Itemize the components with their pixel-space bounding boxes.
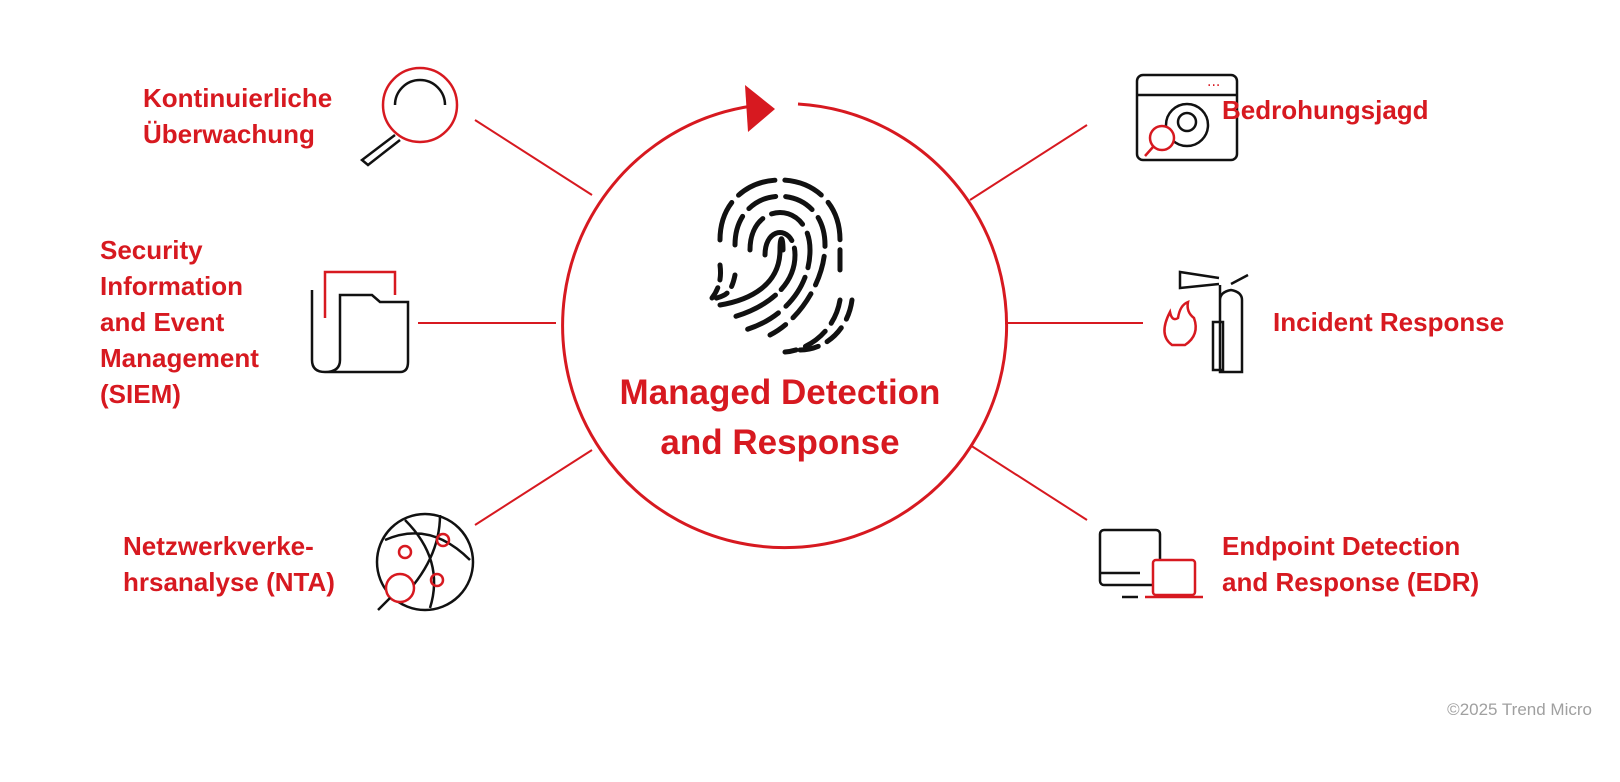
label-line: Bedrohungsjagd [1222, 95, 1429, 125]
connector-monitoring [474, 119, 593, 196]
label-line: Endpoint Detection [1222, 531, 1461, 561]
label-line: Security [100, 235, 203, 265]
node-siem-label: Security Information and Event Managemen… [100, 232, 259, 412]
svg-text:···: ··· [1207, 78, 1220, 94]
connector-threat-hunting [969, 124, 1088, 201]
copyright: ©2025 Trend Micro [1447, 700, 1592, 719]
biohazard-browser-icon: ··· [1135, 73, 1239, 162]
fire-extinguisher-icon [1163, 270, 1249, 374]
label-line: (SIEM) [100, 379, 181, 409]
center-title-line1: Managed Detection [619, 373, 941, 412]
folder-icon [310, 270, 410, 374]
label-line: Incident Response [1273, 307, 1505, 337]
center-title: Managed Detection and Response [560, 368, 1000, 468]
network-globe-icon [375, 512, 475, 612]
connector-lines [418, 119, 1143, 526]
node-incident-response-label: Incident Response [1273, 304, 1504, 340]
label-line: Information [100, 271, 243, 301]
label-line: Management [100, 343, 259, 373]
label-line: Kontinuierliche [143, 83, 333, 113]
label-line: and Response (EDR) [1222, 567, 1480, 597]
node-threat-hunting-label: Bedrohungsjagd [1222, 92, 1429, 128]
node-monitoring-label: Kontinuierliche Überwachung [143, 80, 332, 152]
cycle-arrow-icon [745, 85, 775, 132]
center-title-line2: and Response [660, 423, 900, 462]
label-line: Überwachung [143, 119, 315, 149]
node-nta-label: Netzwerkverke- hrsanalyse (NTA) [123, 528, 335, 600]
devices-icon [1098, 528, 1203, 599]
magnifier-icon [359, 66, 459, 167]
connector-edr [969, 444, 1088, 521]
label-line: and Event [100, 307, 225, 337]
connector-nta [474, 449, 593, 526]
label-line: Netzwerkverke- [123, 531, 314, 561]
node-edr-label: Endpoint Detection and Response (EDR) [1222, 528, 1479, 600]
cycle-circle [561, 102, 1009, 550]
label-line: hrsanalyse (NTA) [123, 567, 335, 597]
fingerprint-icon [709, 177, 855, 355]
